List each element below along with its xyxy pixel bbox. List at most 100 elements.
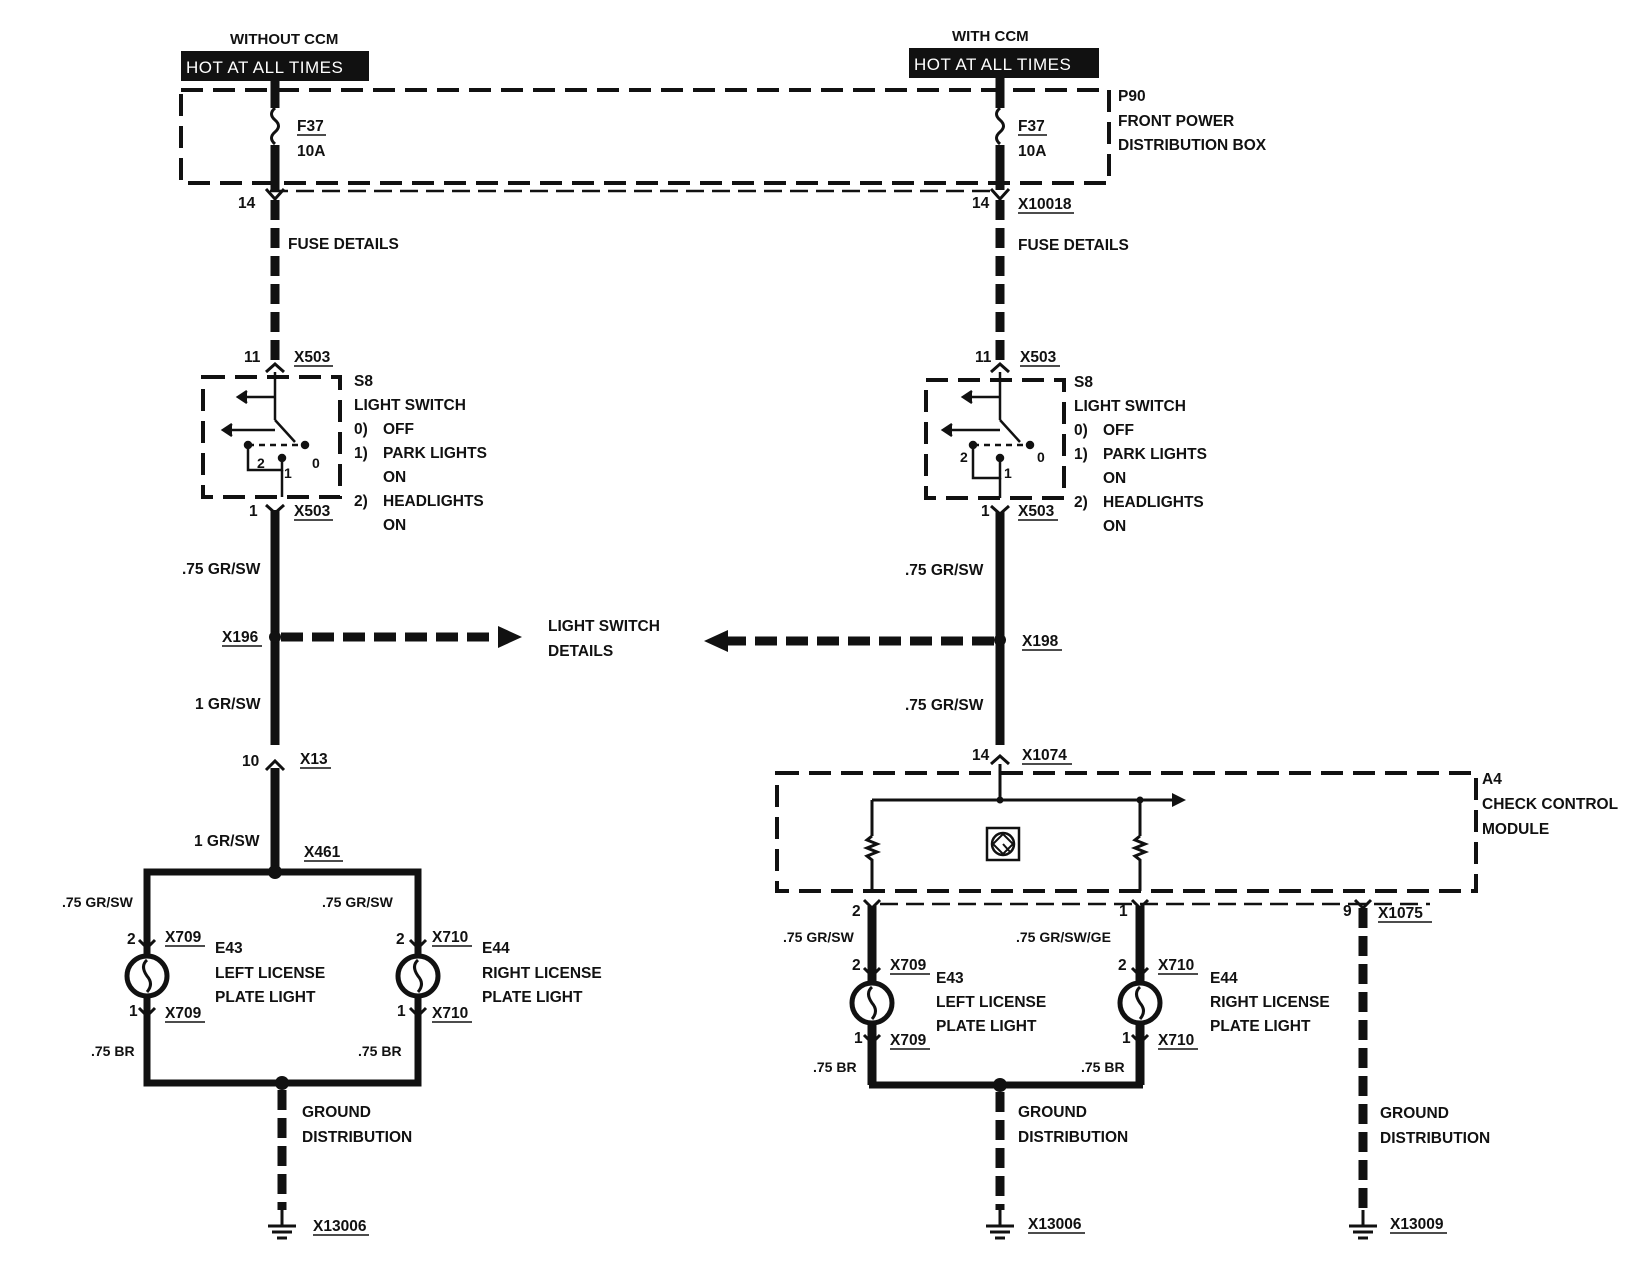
right-s8-pos2: 2) [1074,494,1088,511]
left-s8-pos0: 0) [354,421,368,438]
right-s8-pos0: 0) [1074,422,1088,439]
left-s8-pos1-text1: PARK LIGHTS [383,445,487,462]
right-s8-pos0-text: OFF [1103,422,1134,439]
far-x13009: X13009 [1390,1216,1444,1233]
left-s8-pos1-text2: ON [383,469,406,486]
right-s8-pos2-text1: HEADLIGHTS [1103,494,1204,511]
left-s8-pos0-text: OFF [383,421,414,438]
arrow-icon [498,626,522,648]
left-e43-line1: LEFT LICENSE [215,965,325,982]
ground-icon [268,1210,296,1240]
far-ground-2: DISTRIBUTION [1380,1130,1490,1147]
left-x461: X461 [304,844,341,861]
arrow-icon [1172,793,1186,807]
left-wire-1-grsw-b: 1 GR/SW [194,833,260,850]
fuse-icon [270,106,280,146]
left-e44-pin1: 1 [397,1003,406,1020]
right-e43-line1: LEFT LICENSE [936,994,1046,1011]
left-ground-2: DISTRIBUTION [302,1129,412,1146]
right-s8-ref: S8 [1074,374,1093,391]
ground-icon [1349,1210,1377,1240]
left-switch-pin-0: 0 [312,455,320,471]
svg-text:HOT AT ALL TIMES: HOT AT ALL TIMES [914,55,1071,74]
far-ground-1: GROUND [1380,1105,1449,1122]
ground-icon [986,1210,1014,1240]
left-pin-1-out: 1 [249,503,258,520]
right-fuse-ref: F37 [1018,118,1045,135]
right-switch-box [924,378,1066,500]
right-wire-gr-sw-1: .75 GR/SW [905,562,984,579]
left-e43-x709-bottom: X709 [165,1005,202,1022]
right-x503-bottom: X503 [1018,503,1055,520]
light-switch-icon [940,372,1035,498]
left-switch-pin-2: 2 [257,455,265,471]
left-s8-pos2-text1: HEADLIGHTS [383,493,484,510]
right-switch-pin-2: 2 [960,449,968,465]
lamp-icon [849,980,895,1026]
right-s8-name: LIGHT SWITCH [1074,398,1186,415]
details-line2: DETAILS [548,643,613,660]
right-x1074: X1074 [1022,747,1067,764]
right-e43-x709-top: X709 [890,957,927,974]
p90-name-1: FRONT POWER [1118,113,1234,130]
right-fuse-rating: 10A [1018,143,1046,160]
right-a4-pin2: 2 [852,903,861,920]
right-x503-top: X503 [1020,349,1057,366]
right-e44-pin1: 1 [1122,1030,1131,1047]
left-x196: X196 [222,629,259,646]
right-wire-br-1: .75 BR [813,1059,857,1075]
left-e44-pin2: 2 [396,931,405,948]
light-switch-icon [220,372,310,497]
a4-x1075: X1075 [1378,905,1423,922]
left-s8-pos2-text2: ON [383,517,406,534]
left-wire-gr-sw-2: .75 GR/SW [62,894,134,910]
right-a4-pin1: 1 [1119,903,1128,920]
right-e43-ref: E43 [936,970,964,987]
left-switch-box [201,375,342,499]
left-e43-line2: PLATE LIGHT [215,989,316,1006]
right-pin-14: 14 [972,195,990,212]
left-s8-name: LIGHT SWITCH [354,397,466,414]
right-e44-ref: E44 [1210,970,1238,987]
right-switch-pin-1: 1 [1004,465,1012,481]
left-wire-gr-sw-1: .75 GR/SW [182,561,261,578]
a4-pin-9: 9 [1343,903,1352,920]
right-fuse-details: FUSE DETAILS [1018,237,1129,254]
right-s8-pos1-text2: ON [1103,470,1126,487]
right-pin-14-b: 14 [972,747,990,764]
right-e44-pin2: 2 [1118,957,1127,974]
left-ground-1: GROUND [302,1104,371,1121]
details-line1: LIGHT SWITCH [548,618,660,635]
left-title: WITHOUT CCM [230,31,338,48]
right-s8-pos1: 1) [1074,446,1088,463]
right-hot-badge: HOT AT ALL TIMES [909,48,1099,78]
lamp-icon [124,953,170,999]
left-s8-ref: S8 [354,373,373,390]
fuse-icon [995,106,1005,146]
a4-ref: A4 [1482,771,1502,788]
resistor-icon [862,834,882,891]
right-e44-x710-bottom: X710 [1158,1032,1194,1049]
right-x10018: X10018 [1018,196,1072,213]
right-x198: X198 [1022,633,1059,650]
left-e43-x709-top: X709 [165,929,202,946]
left-pin-14: 14 [238,195,256,212]
a4-line1: CHECK CONTROL [1482,796,1618,813]
left-e43-ref: E43 [215,940,243,957]
left-hot-badge: HOT AT ALL TIMES [181,51,369,81]
lamp-icon [395,953,441,999]
right-ground-2: DISTRIBUTION [1018,1129,1128,1146]
left-switch-pin-1: 1 [284,465,292,481]
right-wire-gr-sw-2: .75 GR/SW [905,697,984,714]
left-wire-br-1: .75 BR [91,1043,135,1059]
a4-box [775,771,1478,893]
right-e44-line2: PLATE LIGHT [1210,1018,1311,1035]
left-s8-pos1: 1) [354,445,368,462]
ccm-logic-icon [985,826,1021,862]
right-wire-gr-sw-ge: .75 GR/SW/GE [1016,929,1111,945]
left-s8-pos2: 2) [354,493,368,510]
right-e44-line1: RIGHT LICENSE [1210,994,1330,1011]
a4-line2: MODULE [1482,821,1549,838]
left-x503-top: X503 [294,349,331,366]
left-fuse-details: FUSE DETAILS [288,236,399,253]
